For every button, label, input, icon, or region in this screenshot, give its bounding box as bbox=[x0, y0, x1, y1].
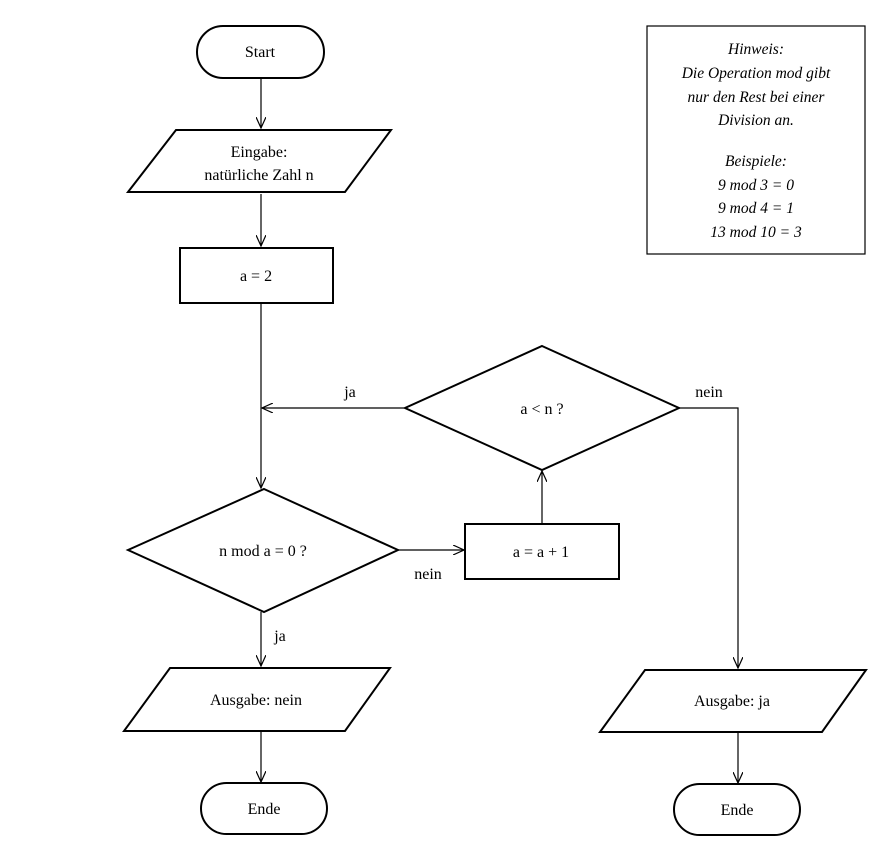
output-ja-label: Ausgabe: ja bbox=[694, 693, 770, 710]
decision-n-mod-a-label: n mod a = 0 ? bbox=[219, 543, 307, 560]
start-label: Start bbox=[245, 44, 276, 61]
note-text-line-1: Die Operation mod gibt bbox=[681, 65, 831, 82]
note-example-1: 9 mod 3 = 0 bbox=[718, 177, 794, 194]
note-example-3: 13 mod 10 = 3 bbox=[710, 224, 802, 241]
note-text-line-3: Division an. bbox=[717, 112, 794, 129]
decision-a-less-n-label: a < n ? bbox=[520, 401, 563, 418]
end-terminator-left: Ende bbox=[200, 782, 328, 835]
note-box: Hinweis: Die Operation mod gibt nur den … bbox=[646, 25, 866, 255]
end-terminator-right: Ende bbox=[673, 783, 801, 836]
decision-n-mod-a: n mod a = 0 ? bbox=[125, 487, 401, 614]
output-ja-parallelogram: Ausgabe: ja bbox=[598, 669, 868, 733]
edges bbox=[261, 79, 738, 783]
note-example-2: 9 mod 4 = 1 bbox=[718, 200, 794, 217]
input-label-line1: Eingabe: bbox=[231, 144, 288, 161]
end-left-label: Ende bbox=[248, 801, 281, 818]
note-examples-title: Beispiele: bbox=[725, 153, 787, 170]
output-nein-label: Ausgabe: nein bbox=[210, 692, 302, 709]
init-process: a = 2 bbox=[179, 247, 334, 304]
decision-a-less-n: a < n ? bbox=[402, 344, 682, 472]
edge-label-lt-yes: ja bbox=[343, 384, 356, 401]
note-text-line-2: nur den Rest bei einer bbox=[688, 89, 826, 106]
edge-condlt-no bbox=[679, 407, 738, 668]
init-label: a = 2 bbox=[240, 268, 272, 285]
increment-process: a = a + 1 bbox=[464, 523, 620, 580]
output-nein-parallelogram: Ausgabe: nein bbox=[122, 667, 392, 732]
edge-label-mod-yes: ja bbox=[273, 628, 286, 645]
increment-label: a = a + 1 bbox=[513, 544, 569, 561]
note-title: Hinweis: bbox=[727, 41, 784, 58]
input-label-line2: natürliche Zahl n bbox=[204, 167, 313, 184]
edge-label-mod-no: nein bbox=[414, 566, 442, 583]
start-terminator: Start bbox=[196, 25, 325, 79]
end-right-label: Ende bbox=[721, 802, 754, 819]
edge-label-lt-no: nein bbox=[695, 384, 723, 401]
input-parallelogram: Eingabe: natürliche Zahl n bbox=[125, 129, 393, 193]
